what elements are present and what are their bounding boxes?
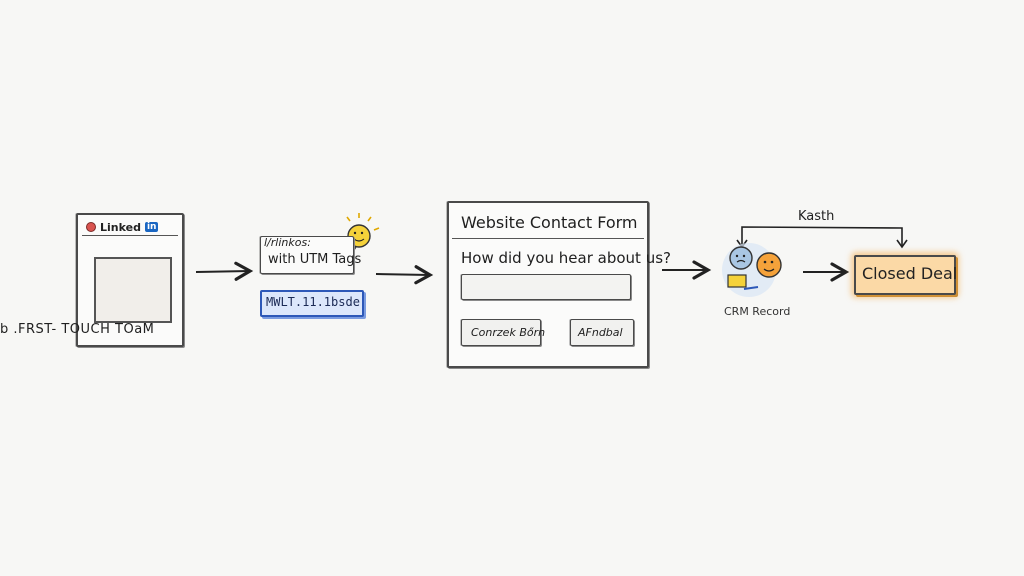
utm-link-note: [260, 236, 354, 274]
post-image: [94, 257, 172, 323]
arrow-right-icon: [375, 265, 434, 285]
form-question: How did you hear about us?: [461, 249, 671, 267]
utm-link-label: l/rlinkos:: [264, 236, 311, 249]
form-right-button[interactable]: [570, 319, 634, 346]
arrow-down-icon: [896, 239, 908, 249]
crm-record-label: CRM Record: [724, 305, 791, 318]
form-left-button[interactable]: [461, 319, 541, 346]
utm-url-highlight: [260, 290, 364, 317]
loop-label: Kasth: [798, 209, 835, 224]
linkedin-header: Linked in: [82, 219, 178, 236]
closed-deal-box: [854, 255, 956, 295]
arrow-right-icon: [195, 261, 254, 281]
utm-url-text: MWLT.11.1bsde: [266, 295, 360, 309]
close-dot-icon: [86, 222, 96, 232]
form-right-button-label: AFndbal: [578, 326, 623, 339]
form-divider: [452, 238, 644, 239]
utm-tags-label: with UTM Tags: [268, 252, 362, 267]
loop-connector: [741, 226, 903, 246]
first-touch-caption: b .FRST- TOUCH TOaM: [0, 322, 155, 337]
linkedin-title: Linked: [100, 220, 141, 234]
closed-deal-label: Closed Deal: [862, 264, 958, 283]
form-left-button-label: Conrzek Bőrn: [471, 326, 546, 339]
chat-smiley-icon: [722, 243, 782, 297]
form-title: Website Contact Form: [461, 213, 638, 232]
hear-about-us-input[interactable]: [461, 274, 631, 300]
linkedin-logo-icon: in: [144, 222, 159, 232]
linkedin-post-card: Linked in: [76, 213, 184, 347]
